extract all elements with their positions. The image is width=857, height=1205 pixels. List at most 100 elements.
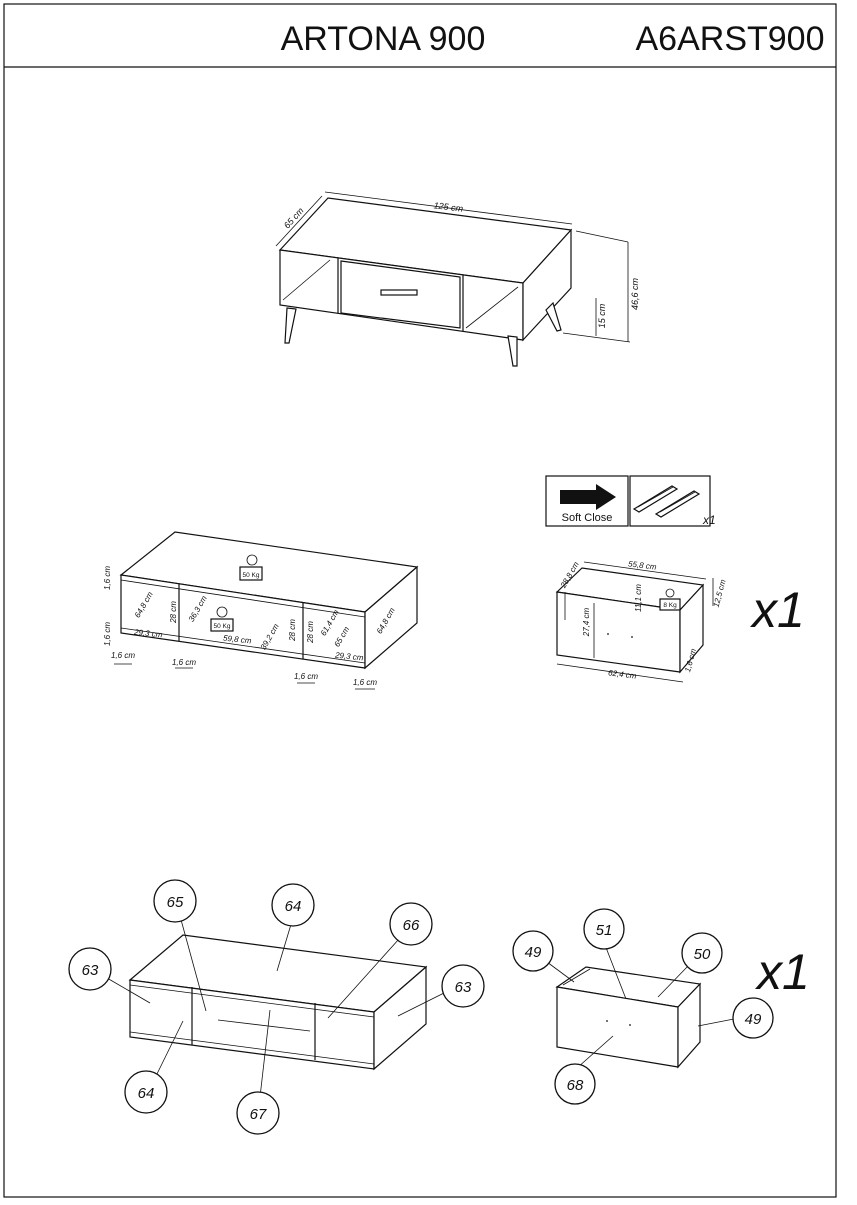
leader-65 xyxy=(179,915,207,1012)
overview-leg-1 xyxy=(284,307,297,344)
callout-64-bottom-label: 64 xyxy=(138,1085,155,1102)
dim-panel-3: 1,6 cm xyxy=(294,672,318,681)
drawer-dimensions-drawing: 8 Kg 28,8 cm 55,8 cm 11,1 cm 12,5 cm 27,… xyxy=(555,559,805,683)
callout-49-right-label: 49 xyxy=(745,1011,762,1028)
dim-height: 46,6 cm xyxy=(630,277,640,310)
dim-top-thickness: 1,6 cm xyxy=(103,566,112,590)
dim-middle-inner-height: 28 cm xyxy=(288,619,297,642)
leader-51 xyxy=(604,944,627,1000)
body-dimensions-drawing: 50 Kg 50 Kg 1,6 cm 1,6 cm 64,8 cm 29,3 c… xyxy=(103,531,419,690)
leader-49-left xyxy=(546,961,575,983)
dim-middle-width: 59,8 cm xyxy=(223,634,253,646)
dim-right-inner-height: 28 cm xyxy=(306,621,315,644)
product-name: ARTONA 900 xyxy=(281,20,486,58)
product-code: A6ARST900 xyxy=(636,20,825,58)
overview-left-shelf xyxy=(282,259,331,301)
parts-body-side xyxy=(373,965,427,1071)
shelf-load: 50 Kg xyxy=(214,623,231,630)
callout-49-left xyxy=(512,930,554,972)
parts-drawer-drawing: 49 51 50 49 68 x1 xyxy=(512,908,810,1105)
overview-leg-2 xyxy=(507,335,518,367)
dim-drawer-front-width: 62,4 cm xyxy=(608,668,638,680)
callout-64-top-label: 64 xyxy=(285,898,302,915)
callout-49-right xyxy=(732,997,774,1039)
callout-67-label: 67 xyxy=(250,1106,267,1123)
overview-right-shelf xyxy=(465,286,519,329)
body-top-inner xyxy=(120,579,366,618)
weight-icon-drawer xyxy=(659,588,681,611)
weight-icon-top xyxy=(239,554,263,581)
parts-body-middle-shelf xyxy=(217,1019,311,1032)
leader-67 xyxy=(259,1009,271,1098)
dim-left-width: 29,3 cm xyxy=(133,627,164,639)
callout-50-label: 50 xyxy=(694,946,711,963)
parts-drawer-hole-2 xyxy=(629,1024,631,1026)
dim-drawer-inner-height: 11,1 cm xyxy=(634,584,643,612)
callout-68-label: 68 xyxy=(567,1077,584,1094)
leader-64-bottom xyxy=(154,1020,184,1079)
drawer-knob-hole-2 xyxy=(631,636,633,638)
parts-drawer-side xyxy=(677,982,701,1069)
callout-65-label: 65 xyxy=(167,894,184,911)
callout-66-label: 66 xyxy=(403,917,420,934)
overview-side xyxy=(522,228,572,342)
callout-63-left xyxy=(68,947,112,991)
callout-63-left-label: 63 xyxy=(82,962,99,979)
top-load: 50 Kg xyxy=(243,572,260,579)
callout-51-label: 51 xyxy=(596,922,613,939)
weight-icon-shelf xyxy=(210,606,234,632)
body-side xyxy=(364,565,418,670)
title-block: ARTONA 900 A6ARST900 xyxy=(3,3,837,1198)
dim-panel-1: 1,6 cm xyxy=(111,651,135,660)
overview-drawing: 125 cm 65 cm 46,6 cm 15 cm xyxy=(275,191,640,367)
leader-68 xyxy=(576,1035,614,1069)
callout-67 xyxy=(236,1091,280,1135)
leader-63-left xyxy=(106,977,151,1004)
dim-right-width: 29,3 cm xyxy=(334,650,365,662)
leader-50 xyxy=(657,964,690,998)
callout-68 xyxy=(554,1063,596,1105)
overview-leg-3 xyxy=(545,301,562,332)
soft-close-label: Soft Close xyxy=(562,512,613,524)
callout-65 xyxy=(153,879,197,923)
callout-50 xyxy=(681,932,723,974)
callout-63-right-label: 63 xyxy=(455,979,472,996)
dim-drawer-inner-width: 55,8 cm xyxy=(628,559,658,571)
parts-drawer-inner xyxy=(562,968,591,986)
drawer-knob-hole-1 xyxy=(607,633,609,635)
callout-63-right xyxy=(441,964,485,1008)
parts-body-bottom-inner xyxy=(129,1031,375,1065)
page-border xyxy=(3,3,837,1198)
dim-height-ext xyxy=(575,230,629,243)
callout-66 xyxy=(389,902,433,946)
drawer-slides-box xyxy=(629,475,711,527)
callout-64-bottom xyxy=(124,1070,168,1114)
dim-panel-2: 1,6 cm xyxy=(172,658,196,667)
drawer-slides-qty: x1 xyxy=(702,513,716,527)
callout-51 xyxy=(583,908,625,950)
dim-drawer-front-width-line xyxy=(556,663,684,683)
hardware-icons: Soft Close x1 xyxy=(545,475,716,527)
drawer-side xyxy=(679,583,704,674)
drawer-qty: x1 xyxy=(750,582,805,638)
dim-drawer-front-height: 27,4 cm xyxy=(582,607,591,637)
dim-panel-4: 1,6 cm xyxy=(353,678,377,687)
drawer-slides-icon xyxy=(632,485,701,518)
parts-drawer-qty: x1 xyxy=(755,944,810,1000)
parts-body-drawing: 63 65 64 66 63 64 67 xyxy=(68,879,485,1135)
callout-64-top xyxy=(271,883,315,927)
dim-drawer-inner-width-line xyxy=(583,561,707,580)
leader-66 xyxy=(327,938,400,1019)
soft-close-box xyxy=(545,475,629,527)
leader-64-top xyxy=(276,920,293,972)
dim-bottom-thickness: 1,6 cm xyxy=(103,622,112,646)
leader-63-right xyxy=(397,989,451,1017)
dim-height-ext-2 xyxy=(562,332,631,343)
parts-drawer-hole-1 xyxy=(606,1020,608,1022)
dim-depth-line xyxy=(275,195,323,247)
dim-width-line xyxy=(324,191,573,225)
dim-drawer-side-height: 12,5 cm xyxy=(712,578,728,608)
dim-left-inner-height: 28 cm xyxy=(169,601,178,624)
